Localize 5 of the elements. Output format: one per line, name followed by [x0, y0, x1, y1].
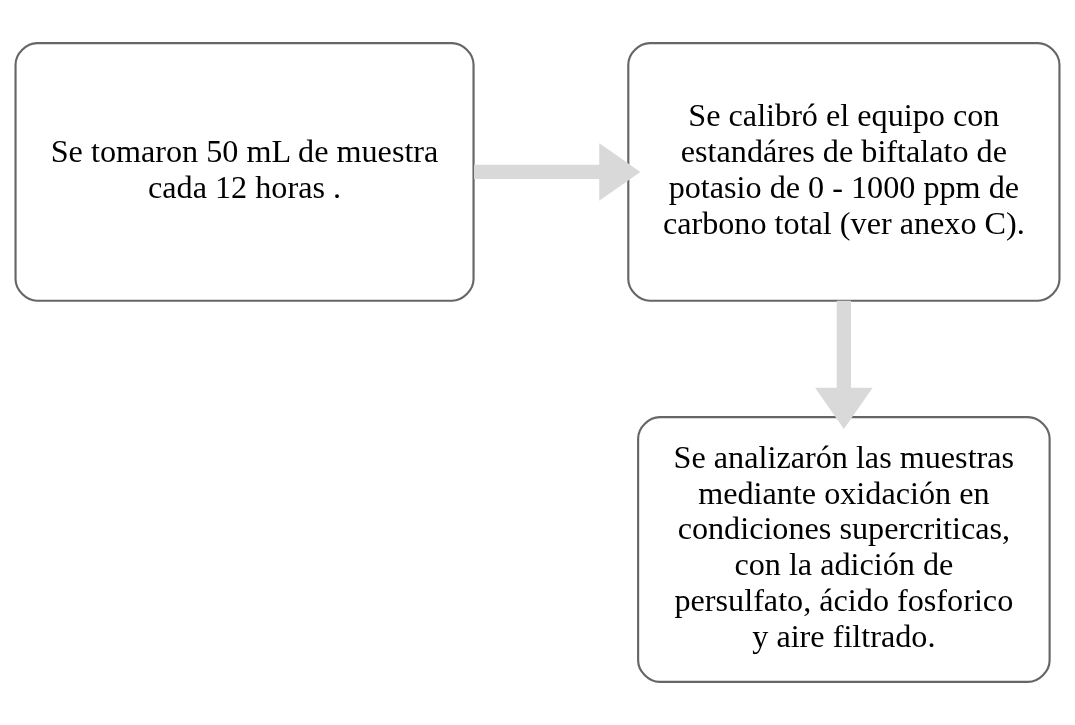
node-box: Se calibró el equipo con estandáres de biftalato de potasio de 0 - 1000 ppm de carbono total (ver anexo C).	[627, 42, 1061, 302]
arrow	[473, 143, 641, 201]
node-box: Se analizarón las muestras mediante oxidación en condiciones supercriticas, con la adición de persulfato, ácido fosforico y aire filtrado.	[637, 416, 1051, 683]
node-box: Se tomaron 50 mL de muestra cada 12 horas .	[14, 42, 475, 302]
arrow	[815, 300, 873, 429]
